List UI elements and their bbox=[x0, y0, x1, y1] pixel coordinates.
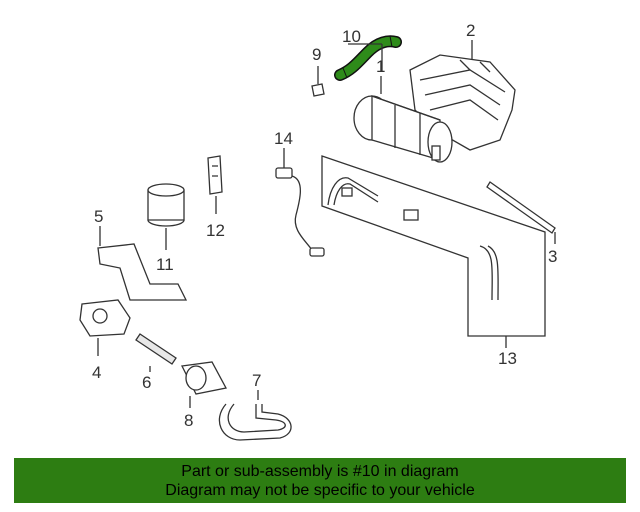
callout-8: 8 bbox=[184, 411, 193, 430]
part-8-pump[interactable] bbox=[181, 361, 227, 408]
callout-10: 10 bbox=[342, 27, 361, 46]
callout-13: 13 bbox=[498, 349, 517, 368]
banner-line-disclaimer: Diagram may not be specific to your vehi… bbox=[165, 482, 475, 499]
part-11-filter[interactable] bbox=[147, 183, 185, 250]
part-14-sensor[interactable] bbox=[275, 148, 325, 257]
info-banner: Part or sub-assembly is #10 in diagram D… bbox=[14, 458, 626, 503]
callout-6: 6 bbox=[142, 373, 151, 392]
part-5-bracket[interactable] bbox=[97, 226, 188, 301]
callout-11: 11 bbox=[156, 255, 174, 274]
callout-3: 3 bbox=[548, 247, 557, 266]
part-7-curved-hose[interactable] bbox=[218, 390, 292, 441]
callout-2: 2 bbox=[466, 21, 475, 40]
callout-5: 5 bbox=[94, 207, 103, 226]
callout-7: 7 bbox=[252, 371, 261, 390]
banner-line-part-reference: Part or sub-assembly is #10 in diagram bbox=[181, 463, 459, 480]
part-10-hose-highlighted[interactable] bbox=[334, 35, 402, 81]
part-9-fitting[interactable] bbox=[311, 66, 325, 97]
part-4-valve[interactable] bbox=[79, 299, 131, 356]
part-1-charcoal-canister[interactable] bbox=[353, 95, 453, 163]
callout-12: 12 bbox=[206, 221, 225, 240]
callout-9: 9 bbox=[312, 45, 321, 64]
part-6-hose[interactable] bbox=[135, 333, 177, 372]
part-3-rod[interactable] bbox=[486, 181, 556, 244]
callout-14: 14 bbox=[274, 129, 293, 148]
callout-1: 1 bbox=[376, 57, 385, 76]
part-12-bracket[interactable] bbox=[207, 155, 223, 214]
part-13-hose-assembly[interactable] bbox=[321, 155, 546, 348]
exploded-parts-diagram: 10 2 9 1 bbox=[79, 21, 557, 441]
callout-4: 4 bbox=[92, 363, 101, 382]
